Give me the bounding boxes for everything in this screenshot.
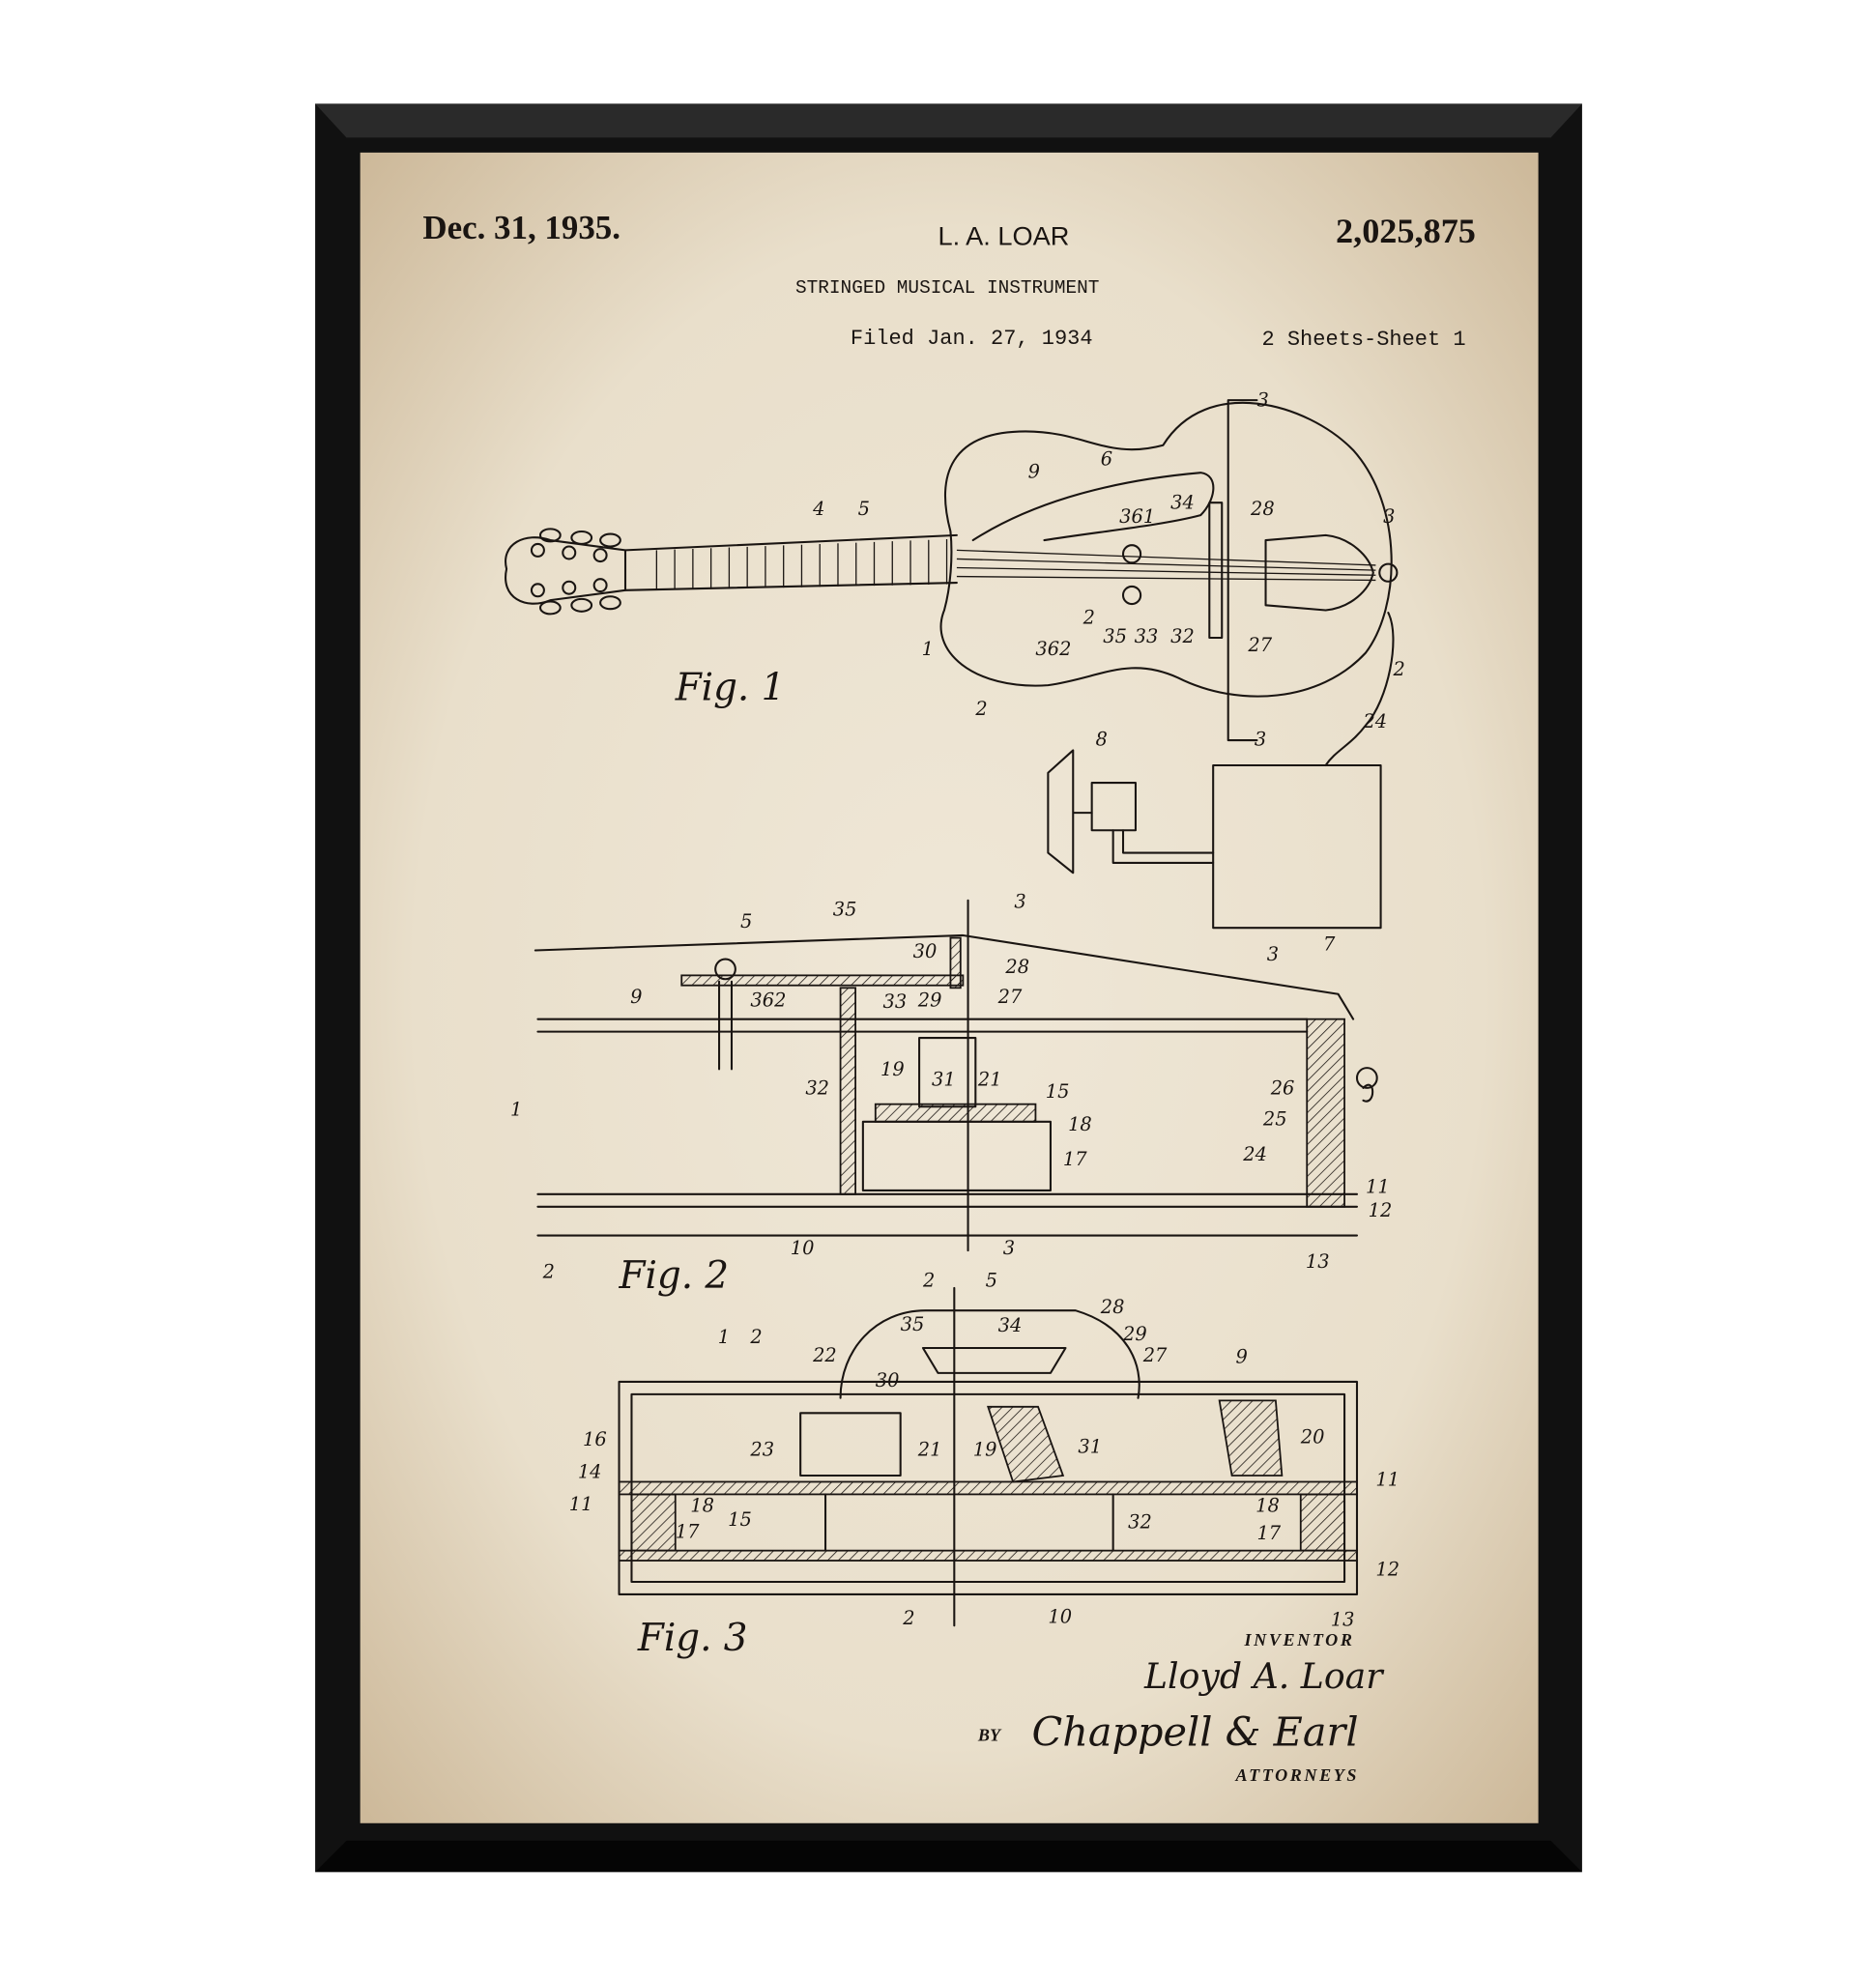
- figure-2-label: Fig. 2: [619, 1254, 730, 1298]
- reference-numeral: 30: [876, 1369, 900, 1391]
- reference-numeral: 32: [1170, 625, 1195, 647]
- reference-numeral: 11: [569, 1493, 593, 1515]
- reference-numeral: 361: [1119, 505, 1155, 528]
- patent-title: STRINGED MUSICAL INSTRUMENT: [795, 277, 1099, 299]
- reference-numeral: 9: [1235, 1346, 1247, 1368]
- reference-numeral: 19: [973, 1438, 997, 1460]
- reference-numeral: 32: [1128, 1510, 1152, 1533]
- reference-numeral: 15: [728, 1508, 752, 1531]
- reference-numeral: 20: [1300, 1425, 1325, 1448]
- reference-numeral: 26: [1270, 1076, 1295, 1099]
- reference-numeral: 29: [917, 990, 942, 1012]
- reference-numeral: 25: [1262, 1108, 1287, 1131]
- reference-numeral: 362: [1035, 638, 1071, 660]
- reference-numeral: 33: [883, 990, 908, 1013]
- reference-numeral: 5: [858, 498, 870, 520]
- reference-numeral: 27: [1247, 634, 1272, 656]
- reference-numeral: 10: [1048, 1606, 1072, 1628]
- reference-numeral: 28: [1004, 956, 1029, 978]
- reference-numeral: 2: [542, 1261, 555, 1283]
- reference-numeral: 29: [1122, 1323, 1147, 1345]
- reference-numeral: 21: [917, 1438, 942, 1460]
- attorneys-label: ATTORNEYS: [1234, 1765, 1359, 1785]
- reference-numeral: 17: [1063, 1148, 1087, 1170]
- reference-numeral: 23: [749, 1438, 774, 1460]
- reference-numeral: 21: [977, 1068, 1002, 1090]
- reference-numeral: 362: [750, 990, 786, 1012]
- reference-numeral: 13: [1331, 1608, 1355, 1630]
- reference-numeral: 3: [1256, 389, 1268, 412]
- reference-numeral: 31: [1078, 1436, 1102, 1458]
- reference-numeral: 24: [1242, 1143, 1267, 1165]
- inventor-label: INVENTOR: [1244, 1630, 1355, 1649]
- reference-numeral: 34: [998, 1314, 1023, 1336]
- reference-numeral: 17: [1256, 1522, 1281, 1544]
- reference-numeral: 18: [690, 1495, 714, 1517]
- reference-numeral: 8: [1096, 728, 1108, 750]
- reference-numeral: 10: [791, 1237, 815, 1259]
- reference-numeral: 12: [1369, 1199, 1393, 1221]
- patent-paper: [361, 153, 1539, 1823]
- reference-numeral: 28: [1100, 1296, 1125, 1318]
- reference-numeral: 1: [718, 1326, 730, 1348]
- figure-3-label: Fig. 3: [637, 1617, 748, 1660]
- reference-numeral: 2: [974, 698, 987, 720]
- reference-numeral: 22: [812, 1344, 837, 1366]
- reference-numeral: 1: [510, 1098, 522, 1120]
- reference-numeral: 2: [1082, 607, 1095, 629]
- reference-numeral: 35: [901, 1313, 925, 1335]
- attorney-signature: Chappell & Earl: [1032, 1709, 1359, 1756]
- reference-numeral: 14: [578, 1461, 602, 1483]
- reference-numeral: 33: [1135, 625, 1159, 647]
- reference-numeral: 13: [1306, 1250, 1330, 1273]
- reference-numeral: 5: [986, 1270, 997, 1292]
- figure-1-label: Fig. 1: [675, 667, 786, 710]
- reference-numeral: 11: [1375, 1468, 1400, 1490]
- sheet-count: 2 Sheets-Sheet 1: [1261, 328, 1465, 352]
- reference-numeral: 32: [805, 1076, 829, 1099]
- inventor-name: L. A. LOAR: [938, 221, 1070, 251]
- patent-number: 2,025,875: [1336, 212, 1476, 250]
- filed-date: Filed Jan. 27, 1934: [851, 327, 1093, 351]
- patent-date: Dec. 31, 1935.: [422, 209, 621, 246]
- reference-numeral: 31: [932, 1068, 956, 1090]
- reference-numeral: 34: [1170, 492, 1195, 514]
- reference-numeral: 16: [583, 1428, 607, 1450]
- reference-numeral: 3: [1267, 943, 1279, 965]
- reference-numeral: 3: [1003, 1237, 1015, 1259]
- reference-numeral: 2: [902, 1607, 914, 1629]
- reference-numeral: 12: [1375, 1559, 1400, 1581]
- reference-numeral: 9: [630, 986, 642, 1008]
- reference-numeral: 9: [1028, 460, 1040, 482]
- reference-numeral: 3: [1383, 505, 1395, 528]
- reference-numeral: 1: [922, 638, 934, 660]
- reference-numeral: 17: [676, 1521, 700, 1543]
- by-label: BY: [977, 1725, 1002, 1744]
- reference-numeral: 19: [880, 1058, 905, 1080]
- reference-numeral: 4: [812, 498, 824, 520]
- reference-numeral: 35: [833, 898, 857, 920]
- reference-numeral: 11: [1366, 1176, 1390, 1198]
- reference-numeral: 2: [1393, 658, 1405, 680]
- reference-numeral: 28: [1250, 498, 1275, 520]
- reference-numeral: 35: [1103, 625, 1127, 647]
- reference-numeral: 24: [1362, 710, 1387, 732]
- reference-numeral: 15: [1046, 1080, 1070, 1103]
- inventor-signature: Lloyd A. Loar: [1143, 1655, 1385, 1697]
- reference-numeral: 18: [1255, 1495, 1280, 1517]
- reference-numeral: 2: [922, 1270, 935, 1292]
- reference-numeral: 3: [1014, 890, 1025, 912]
- reference-numeral: 27: [997, 986, 1023, 1008]
- reference-numeral: 7: [1323, 932, 1336, 955]
- reference-numeral: 27: [1142, 1344, 1168, 1366]
- reference-numeral: 6: [1101, 447, 1112, 470]
- reference-numeral: 30: [913, 940, 938, 962]
- reference-numeral: 5: [740, 910, 752, 932]
- reference-numeral: 3: [1255, 728, 1266, 750]
- reference-numeral: 2: [749, 1326, 762, 1348]
- reference-numeral: 18: [1068, 1113, 1092, 1135]
